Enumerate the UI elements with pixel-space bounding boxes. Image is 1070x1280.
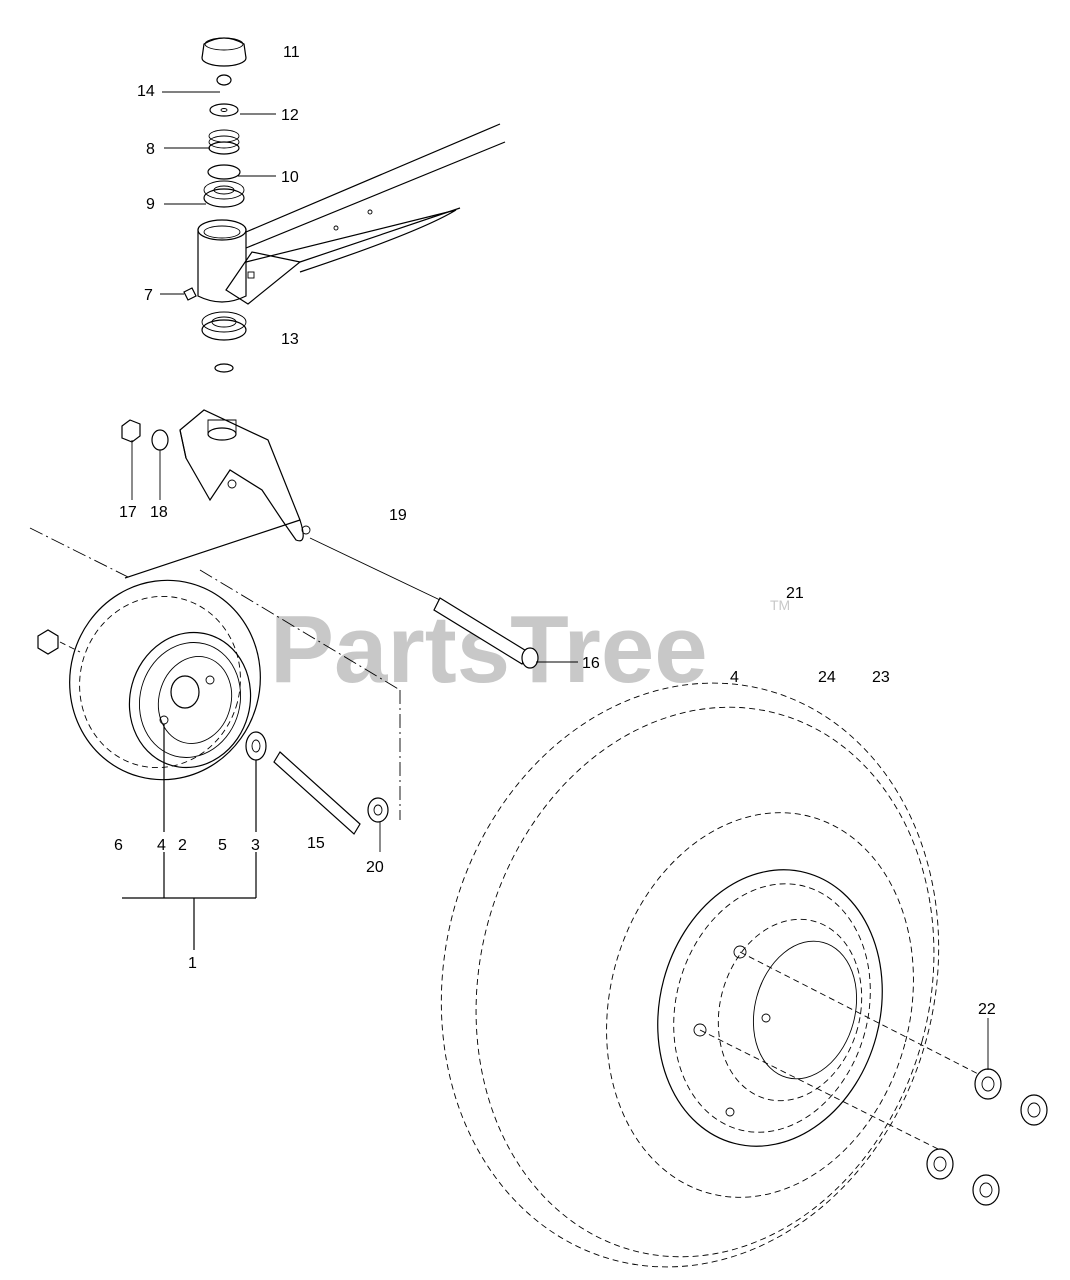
callout-1: 1 <box>188 955 197 972</box>
caster-fork-part[interactable] <box>179 409 311 542</box>
callout-21: 21 <box>786 585 804 602</box>
lug-nut-upper-part[interactable] <box>974 1068 1002 1100</box>
callout-23: 23 <box>872 669 890 686</box>
callout-3: 3 <box>251 837 260 854</box>
axle-bolt-part[interactable] <box>433 597 539 669</box>
callout-22: 22 <box>978 1001 996 1018</box>
watermark-text: PartsTree <box>270 596 708 703</box>
lug-nut-lower-outer-part[interactable] <box>972 1174 1000 1206</box>
callout-18: 18 <box>150 504 168 521</box>
bushing-part[interactable] <box>367 797 389 823</box>
drive-wheel-part[interactable] <box>377 627 1003 1280</box>
watermark-trademark: TM <box>770 597 790 613</box>
seal-ring-part[interactable] <box>208 129 240 155</box>
upper-bearing-part[interactable] <box>203 180 245 208</box>
callout-19: 19 <box>389 507 407 524</box>
small-nut-part[interactable] <box>216 74 232 86</box>
bottom-washer-part[interactable] <box>214 363 234 373</box>
fork-nut-part[interactable] <box>121 419 141 443</box>
callout-20: 20 <box>366 859 384 876</box>
grease-fitting-part[interactable] <box>183 287 197 301</box>
callout-2: 2 <box>178 837 187 854</box>
callout-4-caster-wheel: 4 <box>157 837 166 854</box>
wheel-spacer-part[interactable] <box>245 731 267 761</box>
washer-part[interactable] <box>209 103 239 117</box>
fork-housing-part[interactable] <box>197 219 247 303</box>
callout-13: 13 <box>281 331 299 348</box>
frame-arm <box>225 123 506 305</box>
callout-6: 6 <box>114 837 123 854</box>
callout-14: 14 <box>137 83 155 100</box>
lug-nut-upper-outer-part[interactable] <box>1020 1094 1048 1126</box>
fork-washer-part[interactable] <box>151 429 169 451</box>
callout-10: 10 <box>281 169 299 186</box>
callout-17: 17 <box>119 504 137 521</box>
callout-12: 12 <box>281 107 299 124</box>
callout-9: 9 <box>146 196 155 213</box>
spindle-stack <box>183 37 247 373</box>
caster-axle-nut-part[interactable] <box>37 629 59 655</box>
callout-11: 11 <box>283 44 300 61</box>
callout-7: 7 <box>144 287 153 304</box>
callout-4-drive-wheel: 4 <box>730 669 739 686</box>
caster-wheel-part[interactable] <box>47 559 282 801</box>
callout-16: 16 <box>582 655 600 672</box>
dust-cap-part[interactable] <box>201 37 247 67</box>
retaining-ring-part[interactable] <box>207 164 241 180</box>
lug-nut-lower-part[interactable] <box>926 1148 954 1180</box>
spacer-tube-part[interactable] <box>273 751 361 835</box>
callout-8: 8 <box>146 141 155 158</box>
callout-15: 15 <box>307 835 325 852</box>
lower-bearing-part[interactable] <box>201 311 247 341</box>
callout-5: 5 <box>218 837 227 854</box>
callout-24: 24 <box>818 669 836 686</box>
